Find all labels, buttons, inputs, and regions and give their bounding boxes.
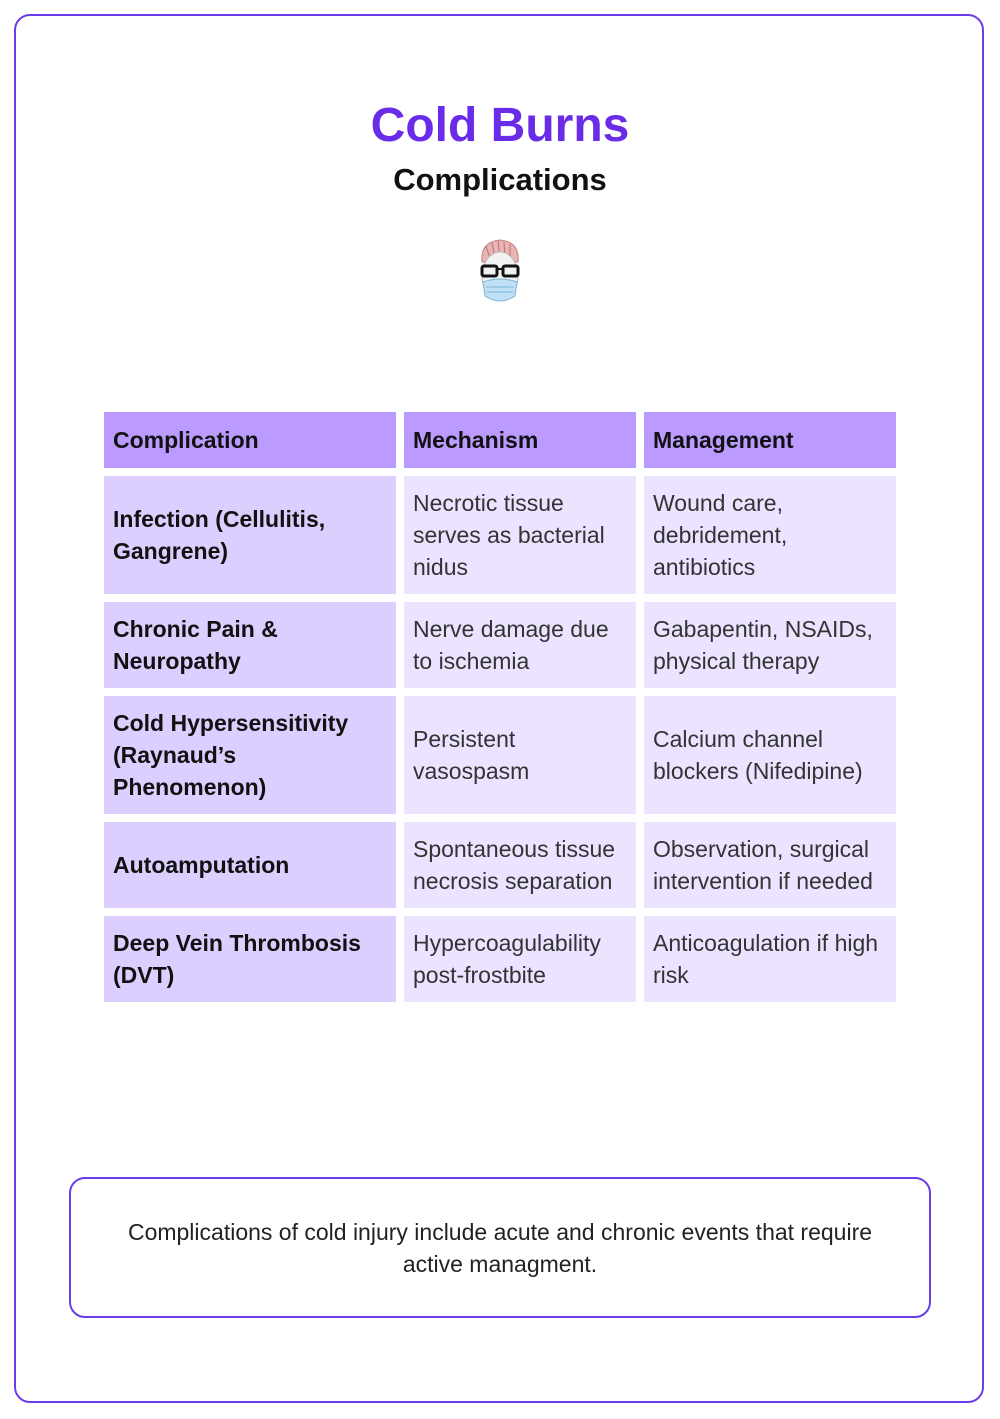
- management-cell: Anticoagulation if high risk: [644, 916, 896, 1002]
- doctor-mascot-icon: [470, 236, 530, 308]
- mechanism-cell: Hypercoagulability post-frostbite: [404, 916, 636, 1002]
- summary-note-text: Complications of cold injury include acu…: [127, 1218, 873, 1277]
- complications-table: Complication Mechanism Management Infect…: [96, 404, 904, 1010]
- page-title: Cold Burns: [370, 99, 630, 152]
- mechanism-cell: Nerve damage due to ischemia: [404, 602, 636, 688]
- table-row: Deep Vein Thrombosis (DVT) Hypercoagulab…: [104, 916, 896, 1002]
- mechanism-cell: Necrotic tissue serves as bacterial nidu…: [404, 476, 636, 594]
- table-row: Autoamputation Spontaneous tissue necros…: [104, 822, 896, 908]
- table-row: Infection (Cellulitis, Gangrene) Necroti…: [104, 476, 896, 594]
- complication-cell: Chronic Pain & Neuropathy: [104, 602, 396, 688]
- complication-cell: Infection (Cellulitis, Gangrene): [104, 476, 396, 594]
- complication-cell: Deep Vein Thrombosis (DVT): [104, 916, 396, 1002]
- table-row: Cold Hypersensitivity (Raynaud’s Phenome…: [104, 696, 896, 814]
- summary-note: Complications of cold injury include acu…: [69, 1177, 931, 1318]
- table-row: Chronic Pain & Neuropathy Nerve damage d…: [104, 602, 896, 688]
- column-header-management: Management: [644, 412, 896, 468]
- table-header-row: Complication Mechanism Management: [104, 412, 896, 468]
- page-frame: [14, 14, 984, 1403]
- complication-cell: Autoamputation: [104, 822, 396, 908]
- column-header-complication: Complication: [104, 412, 396, 468]
- complication-cell: Cold Hypersensitivity (Raynaud’s Phenome…: [104, 696, 396, 814]
- mechanism-cell: Persistent vasospasm: [404, 696, 636, 814]
- management-cell: Observation, surgical intervention if ne…: [644, 822, 896, 908]
- page-subtitle: Complications: [393, 162, 607, 197]
- management-cell: Gabapentin, NSAIDs, physical therapy: [644, 602, 896, 688]
- management-cell: Calcium channel blockers (Nifedipine): [644, 696, 896, 814]
- mechanism-cell: Spontaneous tissue necrosis separation: [404, 822, 636, 908]
- column-header-mechanism: Mechanism: [404, 412, 636, 468]
- management-cell: Wound care, debridement, antibiotics: [644, 476, 896, 594]
